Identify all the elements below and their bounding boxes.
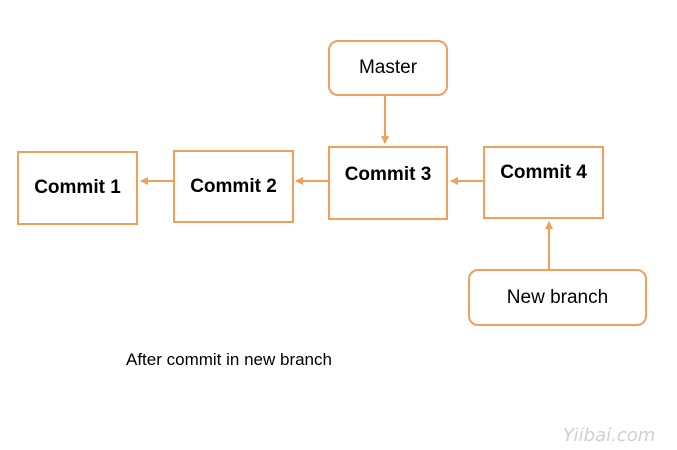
commit-4-label: Commit 4 [500,162,587,183]
watermark: Yiibai.com [563,425,656,446]
commit-4-node: Commit 4 [483,146,604,219]
diagram-caption: After commit in new branch [126,350,332,369]
master-label: Master [358,57,418,78]
commit-1-label: Commit 1 [34,177,121,198]
commit-3-node: Commit 3 [328,146,448,220]
commit-2-label: Commit 2 [190,175,277,197]
commit-3-label: Commit 3 [344,164,432,185]
master-pointer-node: Master [328,40,448,96]
new-branch-label: New branch [506,286,609,308]
new-branch-pointer-node: New branch [468,269,647,326]
commit-2-node: Commit 2 [173,150,294,223]
commit-1-node: Commit 1 [17,151,138,225]
